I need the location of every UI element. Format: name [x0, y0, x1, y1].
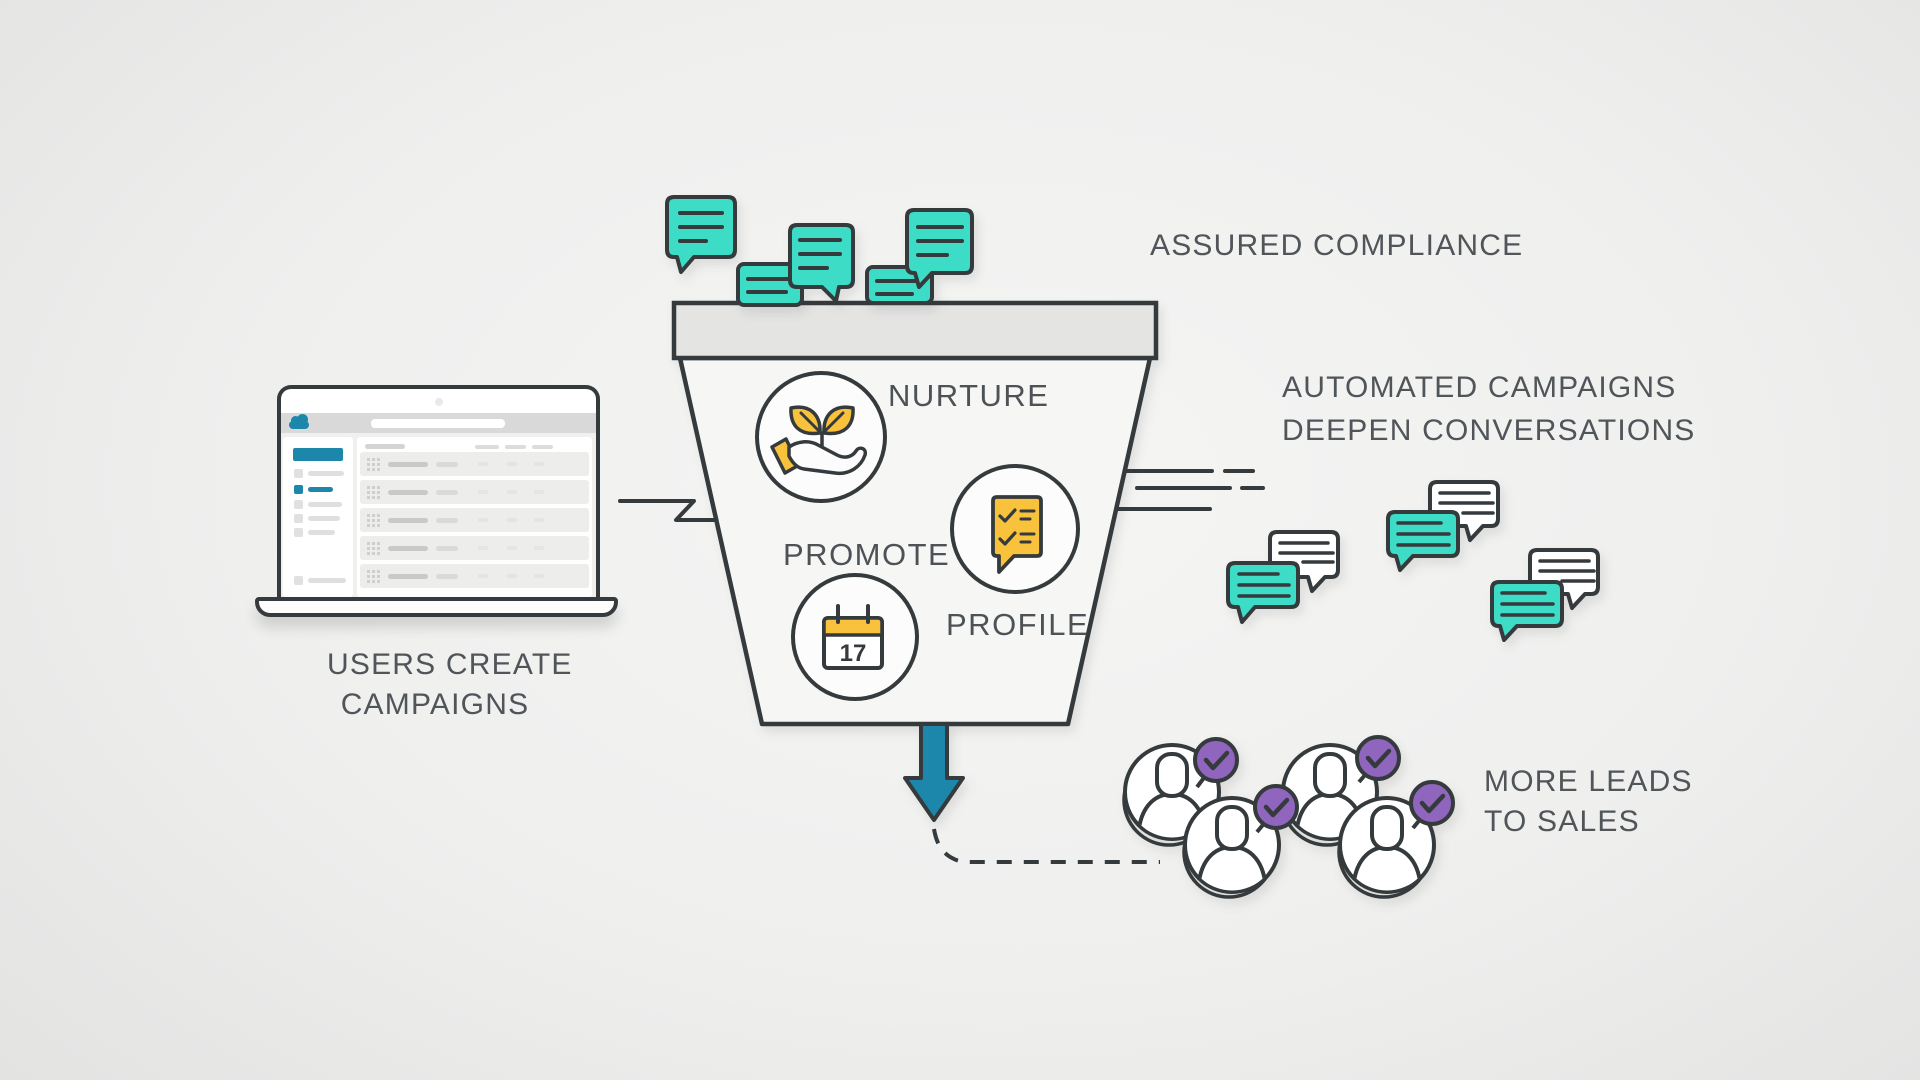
sidebar-primary-button	[293, 448, 343, 461]
dashed-flow-path	[932, 828, 1160, 864]
assured-compliance-label: ASSURED COMPLIANCE	[1150, 229, 1524, 262]
bubble-text-lines	[1438, 491, 1495, 515]
bubble-text-lines	[678, 211, 724, 243]
laptop-base	[255, 597, 618, 617]
label-line: AUTOMATED CAMPAIGNS	[1282, 371, 1677, 404]
chat-bubble-icon	[905, 208, 974, 289]
column-header-bar	[475, 445, 499, 449]
label-line: USERS CREATE	[327, 648, 573, 681]
funnel	[671, 300, 1159, 727]
funnel-stage-label-promote: PROMOTE	[783, 537, 951, 572]
check-icon	[1419, 793, 1446, 814]
more-leads-to-sales-label: MORE LEADS TO SALES	[1484, 762, 1693, 842]
check-badge-icon	[1193, 737, 1239, 783]
table-row	[360, 452, 589, 476]
laptop-illustration	[255, 385, 621, 635]
check-badge-icon	[1253, 784, 1299, 830]
label-line: TO SALES	[1484, 805, 1640, 838]
label-line: MORE LEADS	[1484, 765, 1693, 798]
webcam-icon	[434, 398, 443, 406]
incoming-chat-bubbles	[665, 195, 974, 307]
chat-bubble-icon	[1226, 561, 1300, 624]
column-header-bar	[505, 445, 526, 449]
calendar-icon: 17	[822, 604, 884, 670]
bubble-text-lines	[875, 279, 924, 296]
down-arrow-icon	[903, 722, 965, 822]
app-sidebar	[283, 437, 353, 597]
check-badge-icon	[1409, 780, 1455, 826]
chat-bubble-icon	[665, 195, 737, 274]
column-header-bar	[365, 444, 405, 449]
bubble-text-lines	[1500, 591, 1555, 617]
checklist-icon	[991, 495, 1043, 574]
calendar-date: 17	[840, 640, 867, 667]
bubble-text-lines	[916, 225, 964, 257]
chat-bubble-icon	[788, 223, 855, 303]
app-body	[281, 433, 596, 597]
bubble-text-lines	[1278, 541, 1335, 564]
funnel-stage-label-profile: PROFILE	[946, 607, 1090, 642]
table-row	[360, 508, 589, 532]
table-row	[360, 536, 589, 560]
hand-sprout-icon	[770, 405, 868, 476]
chat-bubble-icon	[1490, 580, 1564, 642]
chat-bubble-icon	[1386, 510, 1460, 572]
label-line: DEEPEN CONVERSATIONS	[1282, 414, 1696, 447]
nurture-stage-icon	[755, 371, 887, 503]
motion-lines	[1115, 469, 1265, 511]
app-list-panel	[357, 437, 592, 597]
bubble-text-lines	[1237, 572, 1291, 598]
bubble-text-lines	[746, 277, 793, 294]
app-topbar	[281, 413, 596, 433]
check-icon	[1203, 750, 1230, 771]
conversation-bubbles	[1226, 480, 1600, 642]
leads-group	[1122, 735, 1455, 899]
table-row	[360, 564, 589, 588]
table-row	[360, 480, 589, 504]
column-header-bar	[532, 445, 553, 449]
check-icon	[1365, 748, 1392, 769]
bubble-text-lines	[1396, 521, 1451, 547]
users-create-campaigns-label: USERS CREATE CAMPAIGNS	[327, 645, 573, 725]
user-avatar-icon	[1337, 796, 1436, 899]
label-line: CAMPAIGNS	[340, 688, 530, 721]
user-avatar-icon	[1182, 796, 1281, 899]
bubble-text-lines	[1538, 559, 1596, 583]
check-icon	[1263, 797, 1290, 818]
hand	[787, 440, 868, 476]
promote-stage-icon: 17	[791, 573, 919, 701]
funnel-stage-label-nurture: NURTURE	[888, 378, 1050, 413]
automated-campaigns-label: AUTOMATED CAMPAIGNS DEEPEN CONVERSATIONS	[1282, 366, 1696, 452]
check-badge-icon	[1355, 735, 1401, 781]
laptop-screen	[277, 385, 600, 601]
bubble-text-lines	[798, 238, 842, 270]
profile-stage-icon	[950, 464, 1080, 594]
funnel-rim	[671, 300, 1159, 361]
cloud-logo-icon	[289, 414, 309, 429]
search-input	[371, 419, 505, 428]
